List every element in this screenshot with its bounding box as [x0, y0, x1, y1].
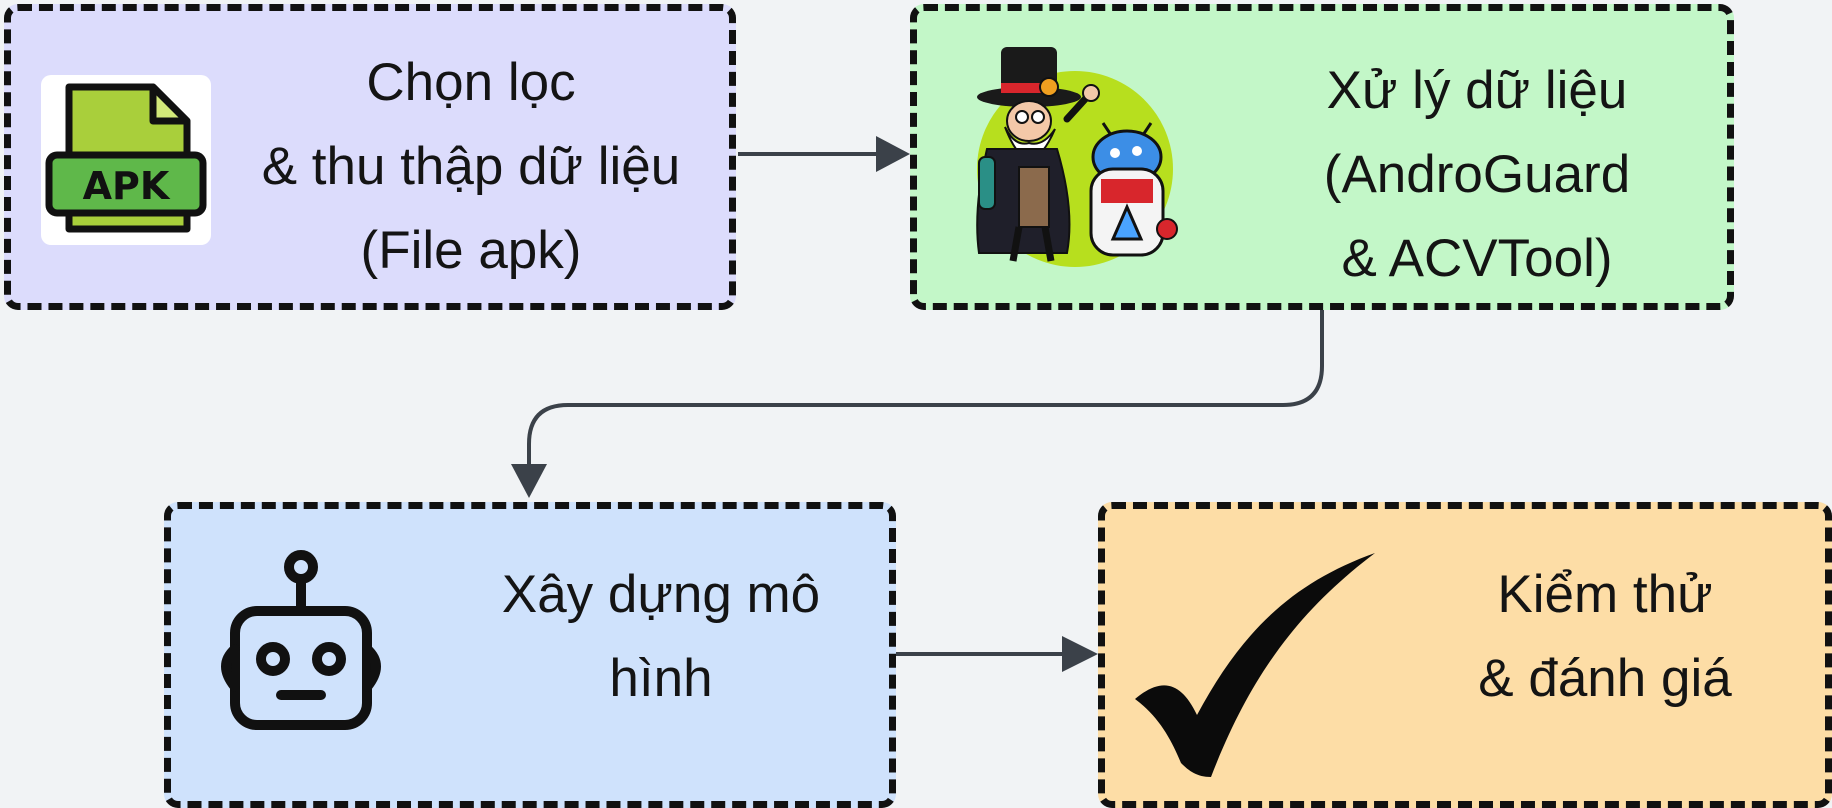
- node-collect-label: Chọn lọc & thu thập dữ liệu (File apk): [211, 41, 731, 293]
- apk-file-icon: APK: [41, 75, 211, 245]
- node-process-line-1: Xử lý dữ liệu: [1326, 61, 1628, 120]
- node-build: Xây dựng mô hình: [164, 502, 896, 808]
- node-build-label: Xây dựng mô hình: [471, 553, 851, 721]
- node-process: Xử lý dữ liệu (AndroGuard & ACVTool): [910, 4, 1734, 310]
- node-evaluate-line-2: & đánh giá: [1478, 649, 1732, 708]
- node-evaluate: Kiểm thử & đánh giá: [1098, 502, 1832, 808]
- arrow-process-to-build: [527, 310, 1324, 468]
- robot-icon: [211, 549, 381, 739]
- checkmark-icon: [1131, 553, 1381, 783]
- node-evaluate-line-1: Kiểm thử: [1497, 565, 1713, 624]
- apk-icon-text: APK: [83, 164, 171, 208]
- arrowhead-evaluate: [1062, 636, 1098, 672]
- node-evaluate-label: Kiểm thử & đánh giá: [1425, 553, 1785, 721]
- node-collect-line-1: Chọn lọc: [366, 53, 576, 112]
- node-collect-line-2: & thu thập dữ liệu: [261, 137, 681, 196]
- node-build-line-2: hình: [609, 649, 713, 708]
- node-collect: APK Chọn lọc & thu thập dữ liệu (File ap…: [4, 4, 736, 310]
- node-collect-line-3: (File apk): [360, 221, 582, 280]
- arrowhead-process: [876, 136, 910, 172]
- node-process-label: Xử lý dữ liệu (AndroGuard & ACVTool): [1257, 49, 1697, 301]
- wizard-robot-icon: [957, 39, 1197, 279]
- node-process-line-3: & ACVTool): [1341, 229, 1613, 288]
- arrowhead-build: [511, 464, 547, 498]
- node-build-line-1: Xây dựng mô: [501, 565, 821, 624]
- node-process-line-2: (AndroGuard: [1323, 145, 1631, 204]
